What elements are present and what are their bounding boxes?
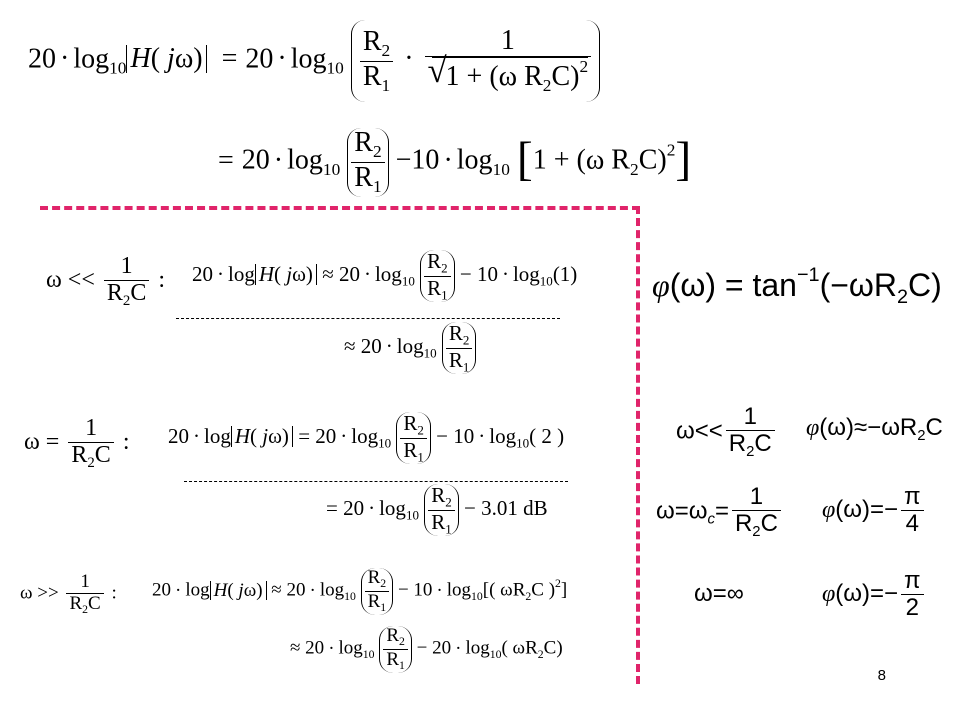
- divider-horizontal: [40, 206, 640, 210]
- divider-vertical: [636, 206, 640, 684]
- phase-main: φ(ω) = tan−1(−ωR2C): [652, 264, 942, 308]
- case1-separator: [176, 318, 560, 319]
- page-number: 8: [877, 667, 886, 684]
- phase3-condition: ω=∞: [694, 580, 744, 607]
- case2-separator: [184, 481, 568, 482]
- phase1-value: φ(ω)≈−ωR2C: [806, 414, 943, 445]
